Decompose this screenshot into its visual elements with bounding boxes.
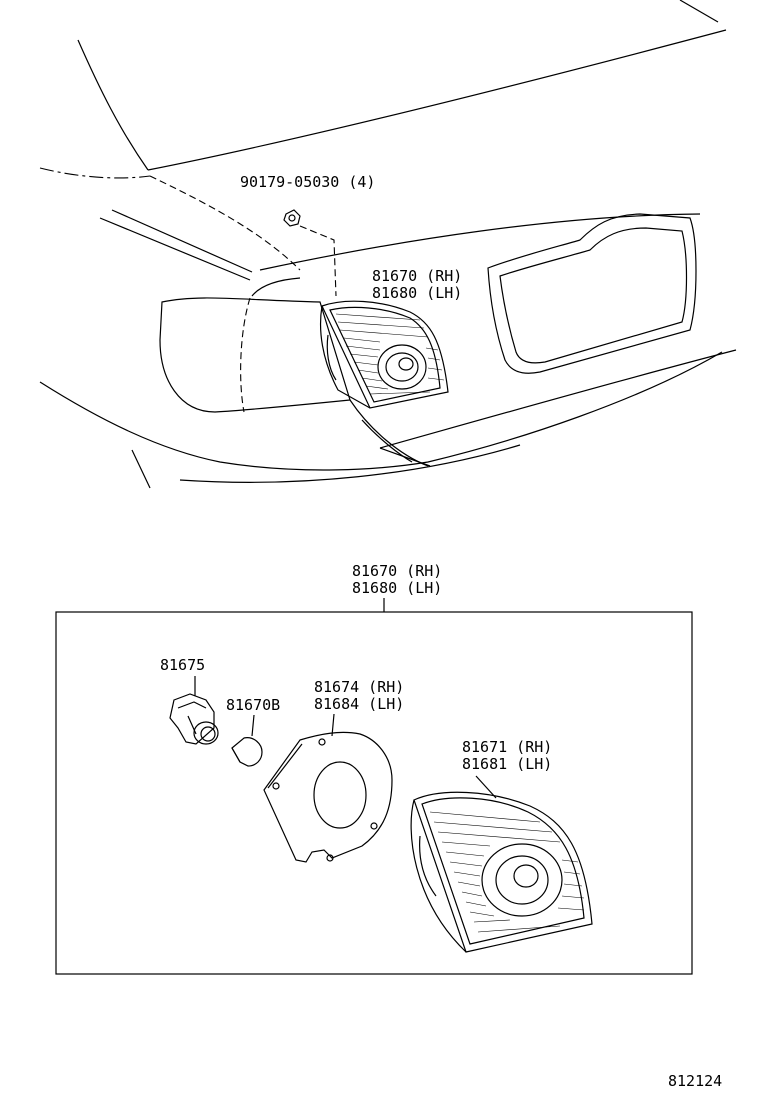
bulb-icon bbox=[231, 737, 263, 767]
lens-lh-label: 81681 (LH) bbox=[462, 755, 552, 773]
gasket-lh-label: 81684 (LH) bbox=[314, 695, 404, 713]
nut-part-label: 90179-05030 (4) bbox=[240, 173, 375, 191]
lamp-lens-icon bbox=[410, 791, 593, 953]
bulb-label: 81670B bbox=[226, 696, 280, 714]
assembly-frame bbox=[55, 611, 693, 975]
lens-rh-label: 81671 (RH) bbox=[462, 738, 552, 756]
nut-icon bbox=[283, 209, 301, 227]
gasket-icon bbox=[263, 731, 393, 863]
gasket-rh-label: 81674 (RH) bbox=[314, 678, 404, 696]
lamp-lh-label-top: 81680 (LH) bbox=[372, 284, 462, 302]
socket-label: 81675 bbox=[160, 656, 205, 674]
figure-number: 812124 bbox=[668, 1072, 722, 1090]
lamp-rh-label-top: 81670 (RH) bbox=[372, 267, 462, 285]
exploded-view: 81670 (RH) 81680 (LH) 81675 81670B 81674… bbox=[55, 562, 693, 975]
lamp-lh-label: 81680 (LH) bbox=[352, 579, 442, 597]
socket-icon bbox=[169, 693, 219, 745]
vehicle-rear-view: 90179-05030 (4) 81670 (RH) 81680 (LH) bbox=[39, 0, 737, 489]
lamp-rh-label: 81670 (RH) bbox=[352, 562, 442, 580]
